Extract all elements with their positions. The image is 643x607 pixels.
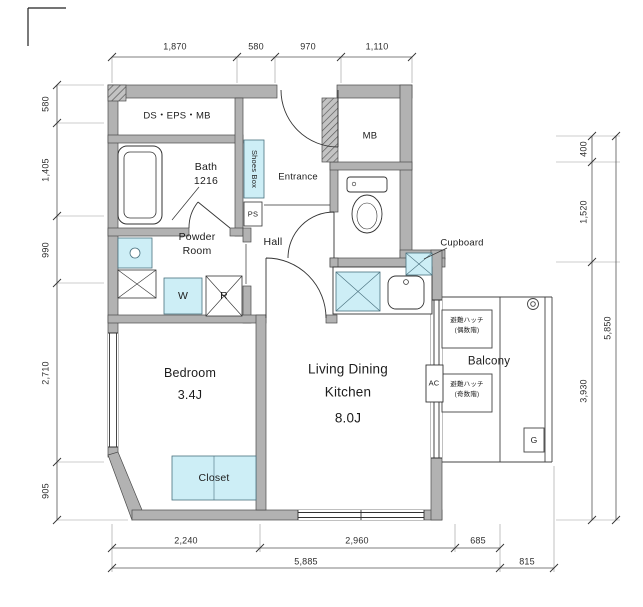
label-hall: Hall [263,235,283,248]
ac-slot [425,364,444,403]
dim-right-1: 1,520 [578,200,589,224]
dim-top-0: 1,870 [163,41,187,52]
label-ldk-size: 8.0J [334,410,362,426]
dim-bottom-1: 2,960 [345,535,369,546]
cupboard-leader-line [423,247,448,260]
frame-corner-mark [27,7,66,46]
label-ps: PS [247,209,259,219]
label-bedroom-size: 3.4J [177,387,203,402]
bedroom-window [108,333,118,447]
shoes-box-cabinet [243,139,265,199]
toilet-door-arc [287,211,335,259]
closet-box [171,455,257,501]
dim-right-2: 3,930 [578,379,589,403]
washer-pan-icon [117,269,157,299]
balcony-structure [441,296,553,463]
dim-bottom-2: 685 [470,535,486,546]
fridge-box [205,275,243,317]
bath-door-arc [188,201,231,229]
label-ds-eps-mb: DS・EPS・MB [143,110,211,122]
toilet-icon [346,176,388,234]
drain-icon [527,298,539,310]
label-hatch-odd-1: 避難ハッチ [450,380,484,388]
cupboard-box [405,252,433,276]
label-cupboard: Cupboard [440,237,484,249]
dim-left-1: 1,405 [40,158,51,182]
dim-left-3: 2,710 [40,361,51,385]
label-fridge: R [220,289,228,302]
dim-left-0: 580 [40,96,51,112]
label-powder-2: Room [182,244,212,257]
dim-left-2: 990 [40,242,51,258]
label-bedroom: Bedroom [163,365,217,380]
label-shoes-box: Shoes Box [249,149,259,189]
label-hatch-even-1: 避難ハッチ [450,316,484,324]
shaft-hatch [321,97,339,163]
label-powder-1: Powder [178,230,216,243]
dim-bottom-total: 5,885 [294,556,318,567]
label-bath-size: 1216 [193,174,219,187]
dim-bottom-balcony: 815 [519,556,535,567]
dimension-lines [52,52,621,573]
label-ac: AC [428,378,440,388]
dim-top-1: 580 [248,41,264,52]
bathtub-icon [117,145,163,225]
label-hatch-odd-2: (奇数階) [454,390,480,398]
corner-column-hatch [107,84,127,102]
walls [107,84,446,521]
label-gas: G [530,434,538,445]
dim-top-3: 1,110 [365,41,389,52]
stove-icon [335,271,381,312]
bath-leader-line [171,186,200,221]
dim-left-4: 905 [40,483,51,499]
washer-box [163,277,203,315]
label-hatch-even-2: (偶数階) [454,326,480,334]
washbasin-icon [117,237,153,269]
escape-hatch-even-box [441,309,493,349]
dim-right-total: 5,850 [602,316,613,340]
dim-right-0: 400 [578,141,589,157]
label-mb: MB [362,130,378,142]
ps-shaft [243,201,263,227]
gas-box [523,427,545,453]
label-ldk-1: Living Dining [308,361,388,377]
label-entrance: Entrance [278,171,318,183]
entrance-door-arc [280,89,339,148]
ldk-door-arc [265,257,327,319]
label-bath: Bath [194,160,218,173]
sink-icon [387,275,425,310]
dim-bottom-0: 2,240 [174,535,198,546]
label-balcony: Balcony [467,355,511,368]
windows [108,299,442,520]
doors [188,89,339,319]
dim-top-2: 970 [300,41,316,52]
label-ldk-2: Kitchen [324,384,372,400]
label-washer: W [177,289,189,302]
label-closet: Closet [198,471,230,484]
